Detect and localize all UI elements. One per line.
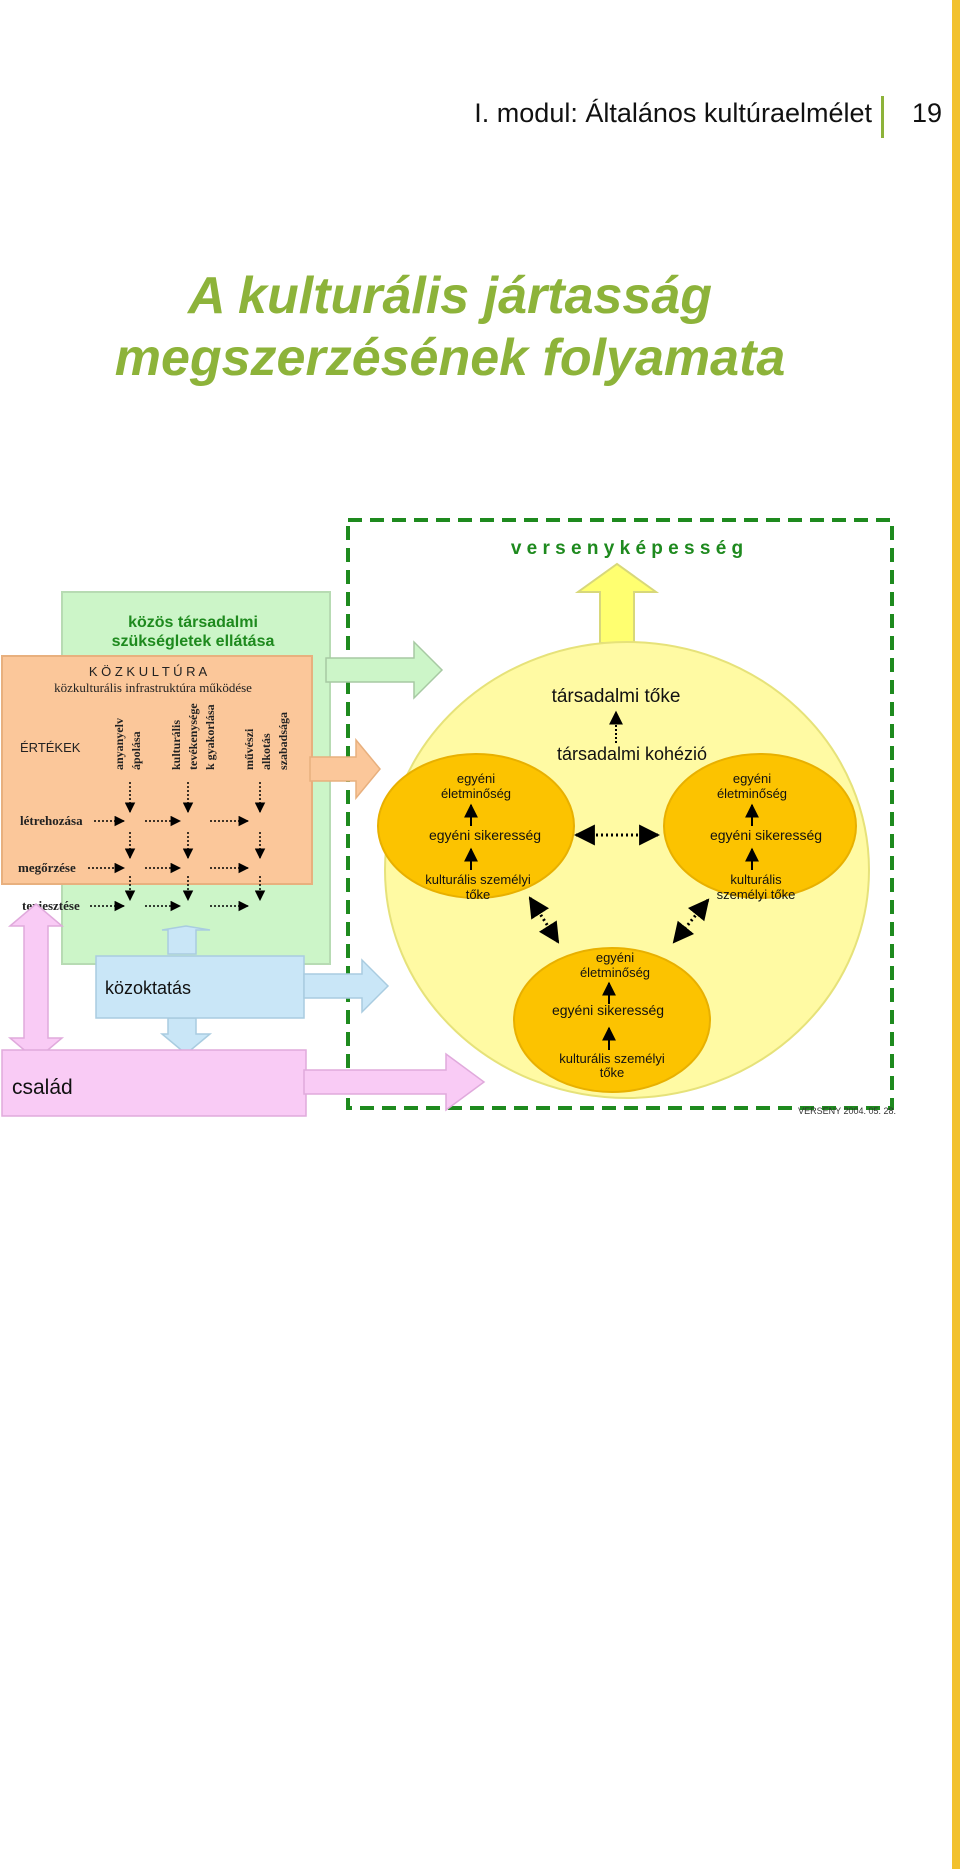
arrow-family-vertical (7, 903, 65, 1061)
bottom-quality-line1: egyéni (596, 950, 634, 965)
arrow-education-vertical (161, 925, 211, 955)
bottom-capital-line2: tőke (600, 1065, 625, 1080)
individual-circle-right (663, 753, 857, 899)
bottom-capital-line1: kulturális személyi (559, 1051, 665, 1066)
social-capital-label: társadalmi tőke (552, 686, 681, 707)
arrow-education-down (159, 1017, 213, 1055)
culture-process-diagram: v e r s e n y k é p e s s é g közös társ… (1, 518, 896, 1117)
social-cohesion-label: társadalmi kohézió (557, 744, 707, 764)
row-label-preservation: megőrzése (18, 860, 76, 875)
left-capital-line2: tőke (466, 887, 491, 902)
left-quality-line1: egyéni (457, 771, 495, 786)
matrix-dotted-arrows (88, 782, 266, 912)
row-label-creation: létrehozása (20, 813, 83, 828)
individual-circle-bottom (513, 947, 711, 1093)
arrow-education-right (303, 958, 390, 1014)
public-education-label: közoktatás (105, 978, 191, 998)
competitiveness-label: v e r s e n y k é p e s s é g (511, 538, 743, 559)
public-culture-subtitle: közkulturális infrastruktúra működése (54, 680, 252, 695)
svg-text:anyanyelv: anyanyelv (112, 718, 126, 770)
competitiveness-frame (346, 518, 894, 1110)
page-header: I. modul: Általános kultúraelmélet 19 (420, 96, 942, 140)
left-success-label: egyéni sikeresség (429, 827, 541, 843)
right-success-label: egyéni sikeresség (710, 827, 822, 843)
page-edge-accent-bar (952, 0, 960, 1869)
right-capital-line2: személyi tőke (717, 887, 796, 902)
circle-interaction-arrows (528, 824, 710, 944)
arrow-culture-right (309, 737, 381, 801)
svg-text:tevékenysége: tevékenysége (186, 703, 200, 770)
family-box (1, 1049, 307, 1117)
page-number: 19 (911, 98, 942, 128)
svg-text:alkotás: alkotás (259, 733, 273, 770)
column-header-3: művészi alkotás szabadsága (242, 712, 290, 770)
svg-text:szabadsága: szabadsága (276, 712, 290, 770)
right-quality-line1: egyéni (733, 771, 771, 786)
common-needs-line1: közös társadalmi (128, 614, 258, 631)
common-needs-line2: szükségletek ellátása (112, 633, 275, 650)
header-separator (881, 96, 884, 138)
arrow-family-right (303, 1052, 486, 1112)
bottom-success-label: egyéni sikeresség (552, 1002, 664, 1018)
right-capital-line1: kulturális (730, 872, 782, 887)
column-header-2: kulturális tevékenysége k gyakorlása (169, 703, 217, 770)
module-title: I. modul: Általános kultúraelmélet (474, 98, 872, 128)
arrow-needs-right (325, 640, 444, 700)
right-quality-line2: életminőség (717, 786, 787, 801)
page-title-line2: megszerzésének folyamata (114, 329, 786, 387)
source-footnote: VERSENY 2004. 05. 28. (798, 1106, 896, 1116)
column-header-1: anyanyelv ápolása (112, 718, 143, 770)
bottom-quality-line2: életminőség (580, 965, 650, 980)
svg-text:művészi: művészi (242, 728, 256, 770)
left-quality-line2: életminőség (441, 786, 511, 801)
left-capital-line1: kulturális személyi (425, 872, 531, 887)
public-education-box (95, 955, 305, 1019)
values-label: ÉRTÉKEK (20, 740, 81, 755)
page-title-line1: A kulturális jártasság (187, 267, 713, 325)
page-title: A kulturális jártasság megszerzésének fo… (70, 265, 830, 389)
svg-text:kulturális: kulturális (169, 720, 183, 770)
svg-text:ápolása: ápolása (129, 731, 143, 770)
up-arrow-yellow (574, 562, 660, 644)
family-label: család (12, 1076, 73, 1099)
svg-text:k gyakorlása: k gyakorlása (203, 704, 217, 770)
public-culture-title: K Ö Z K U L T Ú R A (89, 664, 208, 679)
